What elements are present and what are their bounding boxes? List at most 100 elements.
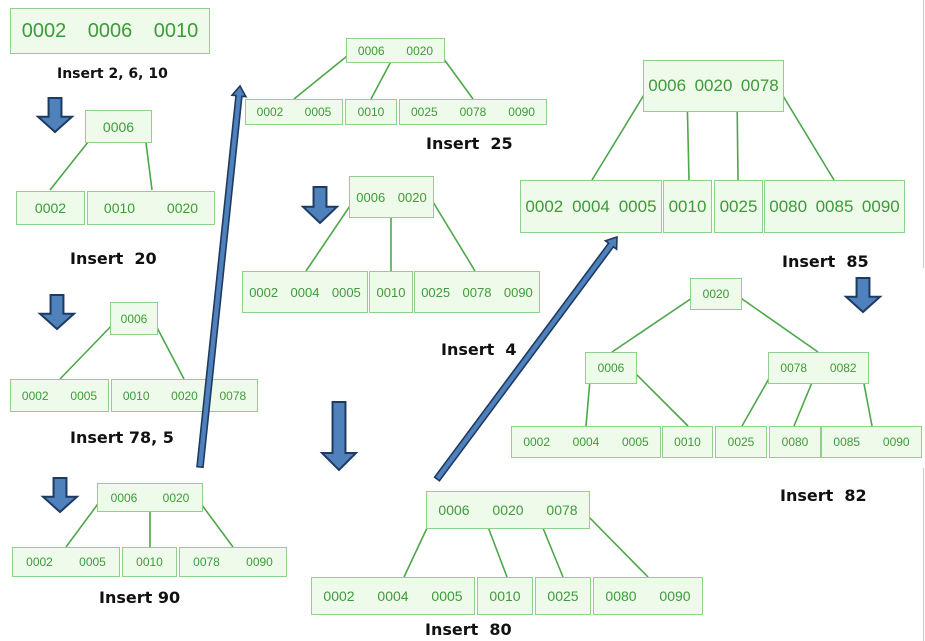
btree-child-node: 0002 0005: [10, 379, 109, 412]
node-key: 0002: [26, 555, 53, 569]
node-key: 0010: [668, 196, 707, 216]
btree-child-node: 0010: [477, 577, 533, 615]
tree-edge: [611, 293, 699, 353]
btree-child-node: 0010: [122, 547, 177, 577]
node-key: 0005: [621, 435, 649, 449]
node-key: 0090: [659, 588, 691, 604]
divider-line: [923, 468, 924, 641]
node-key: 0010: [122, 388, 150, 403]
node-key: 0006: [648, 76, 687, 95]
btree-child-node: 0010: [369, 271, 413, 313]
flow-arrow-icon: [433, 235, 618, 482]
node-key: 0006: [102, 118, 135, 135]
step-caption: Insert 90: [99, 588, 181, 607]
step-caption: Insert 4: [441, 340, 517, 359]
node-key: 0082: [829, 361, 857, 375]
node-key: 0090: [246, 555, 273, 569]
flow-arrow-icon: [196, 84, 248, 469]
btree-child-node: 0010: [663, 180, 712, 233]
node-key: 0090: [861, 196, 900, 216]
node-key: 0002: [525, 196, 564, 216]
node-key: 0002: [21, 388, 49, 403]
node-key: 0078: [193, 555, 220, 569]
node-key: 0020: [171, 388, 198, 403]
btree-child-node: 0010: [662, 426, 713, 458]
step-caption: Insert 20: [70, 249, 157, 268]
tree-edge: [591, 84, 651, 181]
node-key: 0020: [166, 200, 199, 216]
node-key: 0090: [503, 284, 533, 300]
node-key: 0020: [162, 490, 190, 505]
down-arrow-icon: [300, 186, 340, 225]
node-key: 0078: [459, 105, 487, 119]
node-key: 0025: [547, 588, 579, 604]
btree-child-node: 0025: [715, 426, 767, 458]
btree-root-node: 0006: [110, 302, 158, 335]
node-key: 0005: [331, 284, 361, 300]
node-key: 0020: [702, 287, 730, 301]
node-key: 0025: [727, 435, 755, 449]
down-arrow-icon: [40, 477, 80, 514]
tree-edge: [429, 196, 476, 272]
tree-edge: [776, 85, 835, 181]
node-key: 0006: [110, 490, 138, 505]
btree-child-node: 0010: [345, 99, 397, 125]
btree-root-node: 0006: [85, 110, 152, 143]
down-arrow-icon: [35, 97, 75, 134]
node-key: 0005: [70, 388, 98, 403]
node-key: 0078: [546, 502, 578, 518]
node-key: 0005: [618, 196, 657, 216]
node-key: 0078: [219, 388, 247, 403]
node-key: 0006: [87, 19, 133, 42]
tree-edge: [59, 319, 118, 380]
step-caption: Insert 2, 6, 10: [57, 66, 168, 82]
node-key: 0005: [304, 105, 332, 119]
node-key: 0020: [397, 189, 427, 205]
node-key: 0025: [421, 284, 451, 300]
step-caption: Insert 25: [426, 134, 513, 153]
btree-child-node: 0006: [585, 352, 637, 384]
btree-child-node: 0080: [769, 426, 821, 458]
node-key: 0078: [462, 284, 492, 300]
btree-root-node: 0002 0006 0010: [10, 8, 210, 54]
node-key: 0090: [508, 105, 535, 119]
step-caption: Insert 78, 5: [70, 428, 174, 447]
btree-child-node: 0078 0090: [179, 547, 287, 577]
btree-root-node: 0020: [690, 278, 742, 310]
node-key: 0078: [740, 76, 779, 95]
down-arrow-icon: [843, 277, 883, 314]
node-key: 0002: [21, 19, 67, 42]
tree-edge: [152, 319, 185, 380]
node-key: 0078: [780, 361, 808, 375]
node-key: 0006: [356, 189, 386, 205]
tree-edge: [629, 367, 689, 427]
node-key: 0010: [376, 284, 406, 300]
node-key: 0005: [431, 588, 463, 604]
step-caption: Insert 80: [425, 620, 512, 639]
node-key: 0020: [406, 43, 434, 58]
btree-child-node: 0025: [535, 577, 591, 615]
btree-child-node: 0025 0078 0090: [414, 271, 540, 313]
node-key: 0020: [694, 76, 733, 95]
btree-child-node: 0002: [16, 191, 85, 225]
btree-root-node: 0006 0020: [97, 483, 203, 512]
btree-child-node: 0080 0090: [593, 577, 703, 615]
divider-line: [923, 0, 924, 268]
step-caption: Insert 82: [780, 486, 867, 505]
btree-child-node: 0010 0020 0078: [111, 379, 258, 412]
node-key: 0080: [605, 588, 637, 604]
down-arrow-icon: [37, 294, 77, 331]
node-key: 0020: [492, 502, 524, 518]
node-key: 0010: [153, 19, 199, 42]
